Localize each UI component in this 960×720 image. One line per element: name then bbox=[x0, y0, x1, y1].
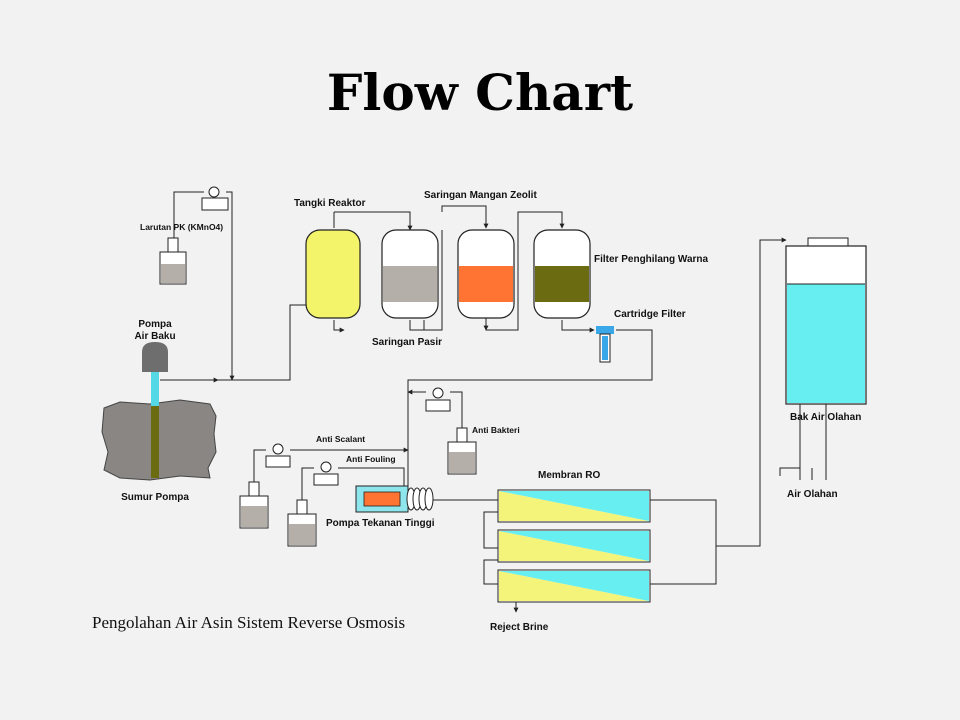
membrane-3-permeate bbox=[499, 571, 649, 601]
pk-dosing: Larutan PK (KMnO4) bbox=[140, 186, 229, 285]
reactor-tank bbox=[305, 229, 361, 319]
pipe-out-a bbox=[779, 404, 801, 476]
anti-bakteri-dosing: Anti Bakteri bbox=[425, 387, 520, 475]
pipe-sand-out bbox=[409, 230, 443, 331]
membrane-1 bbox=[497, 489, 651, 523]
pipe-reactor-top bbox=[334, 211, 413, 231]
diagram-caption: Pengolahan Air Asin Sistem Reverse Osmos… bbox=[92, 613, 405, 632]
label-anti-scalant: Anti Scalant bbox=[316, 434, 365, 444]
pipe-antifouling bbox=[301, 467, 314, 500]
membrane-3 bbox=[497, 569, 651, 603]
pipe-cartridge-to-pump bbox=[407, 329, 653, 501]
antiscalant-pump bbox=[272, 443, 284, 455]
well-pipe-top bbox=[151, 372, 159, 406]
anti-scalant-dosing: Anti Scalant bbox=[239, 434, 365, 529]
antifouling-tank-neck bbox=[296, 499, 308, 515]
label-anti-bakteri: Anti Bakteri bbox=[472, 425, 520, 435]
page-title: Flow Chart bbox=[327, 63, 633, 122]
raw-water-pump bbox=[142, 342, 168, 372]
antibakteri-chemical bbox=[449, 452, 475, 473]
pk-dosing-pump-base bbox=[201, 197, 229, 211]
filter-penghilang-warna: Filter Penghilang Warna bbox=[533, 229, 709, 319]
antiscalant-tank-neck bbox=[248, 481, 260, 497]
label-pompa: Pompa bbox=[138, 319, 172, 330]
label-saringan-pasir: Saringan Pasir bbox=[372, 337, 442, 348]
label-bak-air-olahan: Bak Air Olahan bbox=[790, 412, 861, 423]
pk-tank-neck bbox=[167, 237, 179, 253]
label-filter-penghilang-warna: Filter Penghilang Warna bbox=[594, 254, 709, 265]
sumur-pompa: Pompa Air Baku Sumur Pompa bbox=[101, 319, 217, 503]
label-cartridge-filter: Cartridge Filter bbox=[614, 309, 686, 320]
pk-dosing-pump bbox=[208, 186, 220, 198]
pipe-antiscalant bbox=[253, 449, 266, 482]
label-sumur-pompa: Sumur Pompa bbox=[121, 492, 189, 503]
color-filter-media bbox=[535, 266, 589, 302]
antifouling-chemical bbox=[289, 524, 315, 545]
cartridge-core bbox=[602, 336, 608, 360]
saringan-pasir: Saringan Pasir bbox=[372, 229, 442, 348]
pompa-tekanan-tinggi: Pompa Tekanan Tinggi bbox=[326, 485, 435, 529]
antiscalant-chemical bbox=[241, 506, 267, 527]
label-saringan-mangan-zeolit: Saringan Mangan Zeolit bbox=[424, 190, 537, 201]
anti-fouling-dosing: Anti Fouling bbox=[287, 454, 396, 547]
antifouling-pump bbox=[320, 461, 332, 473]
hp-pump-coil bbox=[406, 487, 434, 511]
antibakteri-tank-neck bbox=[456, 427, 468, 443]
pipe-antibakteri bbox=[450, 391, 463, 428]
saringan-mangan-zeolit: Saringan Mangan Zeolit bbox=[424, 190, 537, 319]
label-air-olahan: Air Olahan bbox=[787, 489, 838, 500]
pipe-to-storage bbox=[716, 237, 787, 547]
zeolite-media bbox=[459, 266, 513, 302]
pipe-to-zeolite bbox=[441, 205, 489, 229]
tangki-reaktor: Tangki Reaktor bbox=[294, 198, 366, 319]
pipe-m1-m2 bbox=[483, 511, 498, 549]
label-anti-fouling: Anti Fouling bbox=[346, 454, 396, 464]
storage-water bbox=[787, 284, 865, 403]
sand-media bbox=[383, 266, 437, 302]
antibakteri-pump-base bbox=[425, 399, 451, 412]
pipe-permeate-collect bbox=[650, 499, 717, 585]
well-pipe-bottom bbox=[151, 406, 159, 478]
membrane-2 bbox=[497, 529, 651, 563]
membrane-1-permeate bbox=[499, 491, 649, 521]
pk-chemical bbox=[161, 264, 185, 283]
storage-tank-cap bbox=[807, 237, 849, 247]
label-membran-ro: Membran RO bbox=[538, 470, 600, 481]
pipe-pk-down bbox=[226, 191, 235, 381]
pipe-antifouling-in bbox=[338, 467, 405, 488]
antiscalant-pump-base bbox=[265, 455, 291, 468]
membran-ro: Membran RO Reject Brine bbox=[490, 470, 651, 633]
pipe-zeolite-to-color bbox=[485, 211, 565, 331]
label-larutan-pk: Larutan PK (KMnO4) bbox=[140, 222, 223, 232]
label-reject-brine: Reject Brine bbox=[490, 622, 549, 633]
cartridge-filter: Cartridge Filter bbox=[596, 309, 686, 363]
pipe-color-to-cartridge bbox=[561, 320, 595, 333]
antibakteri-pump bbox=[432, 387, 444, 399]
cartridge-cap bbox=[596, 326, 614, 334]
pipe-pk-up bbox=[173, 191, 204, 248]
bak-air-olahan: Bak Air Olahan Air Olahan bbox=[785, 237, 867, 500]
antifouling-pump-base bbox=[313, 473, 339, 486]
pipe-m2-m3 bbox=[483, 559, 498, 585]
hp-pump-core bbox=[363, 491, 401, 507]
membrane-2-permeate bbox=[499, 531, 649, 561]
label-air-baku: Air Baku bbox=[134, 331, 175, 342]
hp-coil-4 bbox=[424, 487, 434, 511]
label-tangki-reaktor: Tangki Reaktor bbox=[294, 198, 366, 209]
pipe-reactor-out bbox=[333, 320, 345, 333]
pipe-main-to-reactor bbox=[218, 304, 306, 381]
label-pompa-tekanan-tinggi: Pompa Tekanan Tinggi bbox=[326, 518, 435, 529]
